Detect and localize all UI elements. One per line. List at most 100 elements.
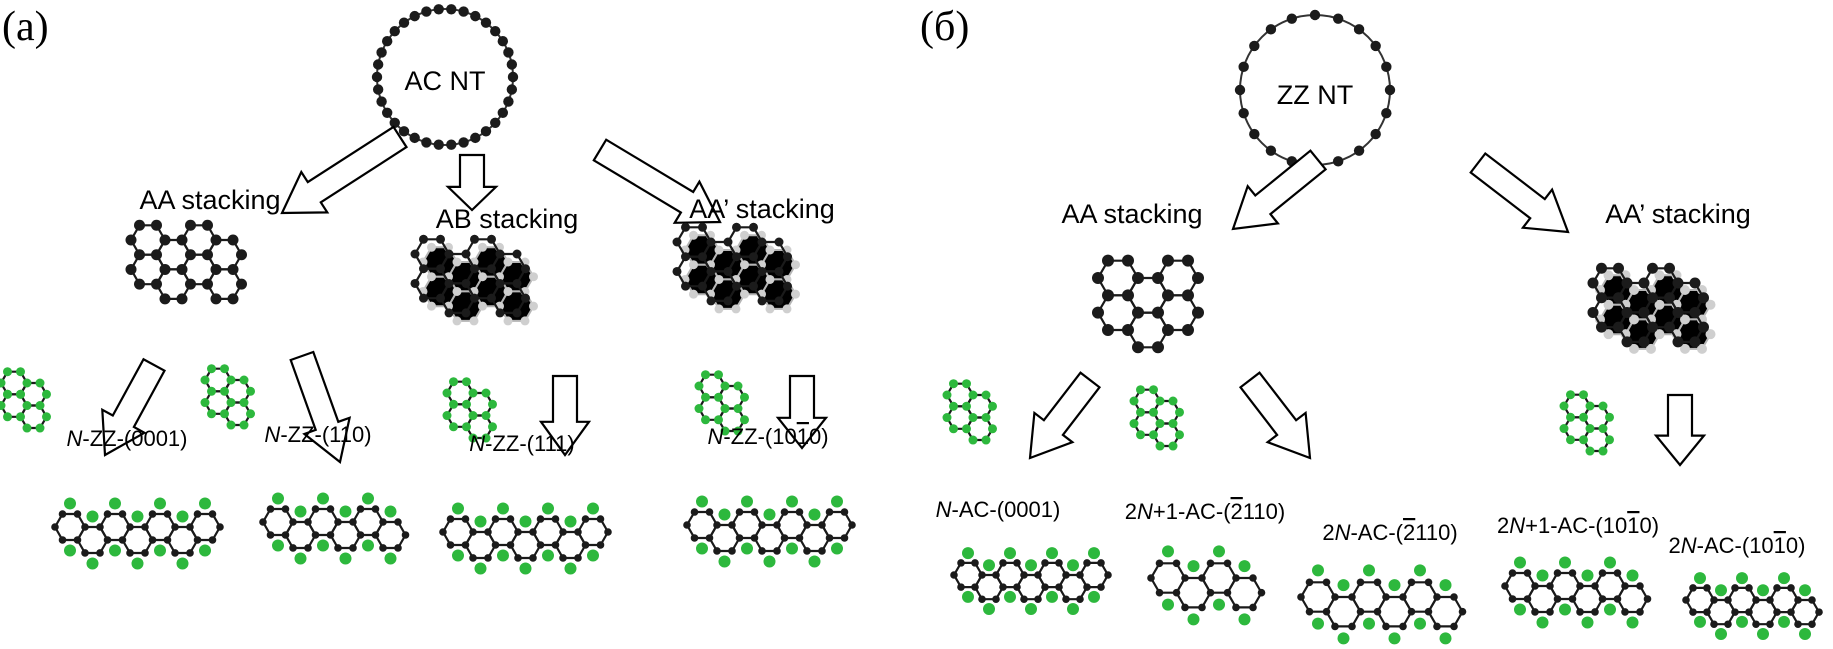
atom	[1636, 608, 1644, 616]
atom	[1104, 571, 1112, 579]
atom	[1353, 145, 1365, 156]
atom	[1198, 574, 1206, 582]
atom	[236, 249, 247, 261]
atom	[118, 510, 127, 518]
atom	[497, 36, 509, 47]
atom	[73, 510, 82, 518]
edge-atom	[1581, 616, 1594, 629]
edge-atom	[1388, 632, 1401, 645]
atom	[1041, 583, 1049, 591]
atom	[334, 544, 342, 552]
atom	[488, 399, 497, 409]
atom	[521, 264, 530, 274]
atom	[202, 219, 213, 231]
atom	[419, 264, 428, 274]
atom	[783, 281, 792, 291]
edge-atom	[1694, 572, 1706, 585]
atom	[468, 411, 478, 421]
atom	[478, 301, 487, 311]
atom	[1381, 61, 1392, 73]
atom	[1636, 582, 1644, 590]
atom	[714, 274, 724, 284]
atom	[514, 528, 522, 536]
atom	[521, 293, 530, 303]
edge-atom	[763, 555, 776, 568]
atom	[978, 571, 986, 579]
atom	[444, 249, 454, 259]
atom	[42, 412, 51, 422]
atom	[1076, 571, 1084, 579]
atom	[780, 534, 789, 542]
arrow-to-n-zz-10-10	[775, 374, 829, 450]
atom	[1585, 401, 1595, 411]
edge-atom	[317, 539, 329, 552]
atom	[1766, 596, 1774, 604]
edge-atom	[1337, 632, 1350, 645]
atom	[1102, 323, 1114, 336]
edge-atom	[474, 562, 487, 575]
arrow-to-2n1-ac-2110	[1238, 371, 1312, 460]
ribbon-2n1-ac-2110	[1147, 545, 1266, 626]
atom	[220, 364, 229, 374]
atom	[520, 316, 530, 326]
edge-atom	[1626, 616, 1639, 629]
atom	[1553, 595, 1562, 603]
atom	[1129, 396, 1139, 406]
atom	[1182, 323, 1194, 336]
atom	[1399, 622, 1407, 631]
atom	[723, 266, 733, 276]
atom	[774, 266, 784, 276]
edge-atom	[294, 552, 307, 565]
atom	[1664, 321, 1675, 333]
edge-atom	[1213, 598, 1225, 611]
bond-hexagon	[1226, 576, 1263, 609]
atom	[481, 388, 491, 398]
atom	[1249, 603, 1257, 612]
atom	[596, 515, 605, 523]
edge-atom	[1414, 564, 1426, 577]
atom	[371, 531, 380, 539]
atom	[96, 523, 104, 531]
atom	[151, 278, 162, 290]
atom	[22, 423, 32, 433]
atom	[1682, 596, 1690, 604]
atom	[1129, 419, 1139, 429]
atom	[421, 6, 432, 17]
atom	[239, 398, 249, 408]
atom	[446, 541, 455, 549]
atom	[0, 378, 6, 388]
edge-atom	[497, 502, 509, 515]
atom	[962, 424, 971, 434]
atom	[698, 281, 707, 291]
atom	[1587, 306, 1599, 318]
ribbon-2n-ac-10-10	[1682, 572, 1823, 641]
atom	[1613, 569, 1622, 577]
atom	[427, 272, 436, 282]
atom	[694, 404, 704, 414]
atom	[1257, 588, 1266, 597]
atom	[468, 433, 478, 443]
edge-atom	[176, 510, 189, 523]
atom	[1629, 314, 1639, 325]
atom	[446, 4, 457, 15]
atom	[326, 505, 335, 513]
atom	[1373, 607, 1382, 616]
atom	[581, 541, 590, 549]
atom	[1172, 588, 1181, 597]
atom	[962, 379, 971, 389]
atom	[461, 541, 470, 549]
atom	[1136, 430, 1145, 440]
atom	[1585, 424, 1595, 434]
cell-thumbnail-n-zz-110	[200, 364, 255, 430]
atom	[992, 571, 1000, 579]
edge-atom	[519, 515, 532, 528]
atom	[1433, 593, 1441, 601]
atom	[487, 234, 496, 244]
atom	[949, 379, 958, 389]
atom	[507, 71, 519, 83]
edge-atom	[131, 557, 144, 570]
atom	[289, 544, 297, 552]
atom	[503, 96, 514, 107]
bond-hexagon	[1156, 294, 1200, 332]
atom	[750, 508, 759, 516]
